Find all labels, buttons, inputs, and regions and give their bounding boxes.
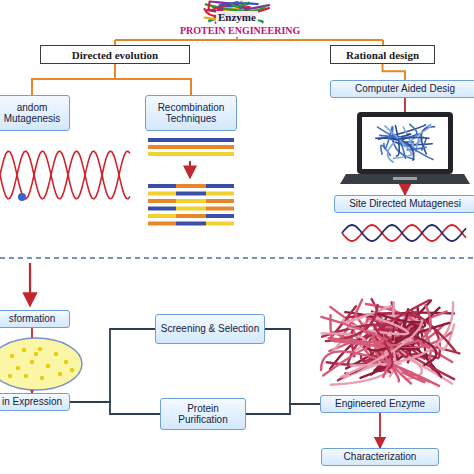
connector [379, 413, 381, 448]
dna-wave [0, 151, 130, 199]
process-box: Computer Aided Desig [330, 80, 474, 98]
dna-wave [0, 151, 130, 199]
box-text: Engineered Enzyme [335, 398, 425, 410]
box-text: Protein Purification [165, 403, 241, 426]
box-text: Characterization [344, 451, 417, 463]
connector [383, 64, 406, 80]
method-box: Directed evolution [40, 45, 190, 64]
divider-line [0, 257, 474, 259]
connector [32, 64, 115, 95]
box-text: andom Mutagenesis [0, 102, 65, 125]
method-box: Rational design [330, 45, 435, 64]
colony-dots [8, 347, 74, 380]
mutation-dot [18, 193, 26, 201]
process-box: Protein Purification [160, 398, 246, 430]
connector [70, 329, 155, 402]
process-box: andom Mutagenesis [0, 95, 70, 131]
box-text: Screening & Selection [161, 323, 259, 335]
box-text: sformation [9, 313, 56, 325]
recombination-bars [148, 140, 234, 224]
connector [265, 329, 320, 404]
enzyme-picture [321, 299, 459, 386]
arrow [29, 263, 31, 306]
connector [246, 404, 320, 414]
process-box: Screening & Selection [155, 314, 265, 344]
connector [70, 402, 160, 414]
connector [115, 64, 191, 95]
box-text: Computer Aided Desig [355, 83, 455, 95]
dna-wave [342, 225, 466, 241]
box-text: Recombination Techniques [150, 102, 232, 125]
process-box: Recombination Techniques [145, 95, 237, 131]
process-box: in Expression [0, 393, 70, 411]
picture-label: Enzyme [216, 11, 258, 23]
box-text: Site Directed Mutagenesi [349, 198, 461, 210]
enzyme-picture [205, 2, 270, 23]
diagram-title: PROTEIN ENGINEERING [178, 25, 302, 36]
laptop-icon [340, 112, 470, 184]
process-box: Characterization [321, 448, 439, 466]
dna-wave [342, 225, 466, 241]
box-text: Directed evolution [72, 49, 158, 61]
process-box: Site Directed Mutagenesi [334, 195, 474, 213]
petri-dish [0, 338, 82, 390]
arrow [189, 161, 191, 178]
process-box: sformation [0, 310, 70, 328]
box-text: Rational design [346, 49, 419, 61]
process-box: Engineered Enzyme [320, 395, 440, 413]
tree-line [115, 37, 383, 45]
box-text: in Expression [2, 396, 62, 408]
